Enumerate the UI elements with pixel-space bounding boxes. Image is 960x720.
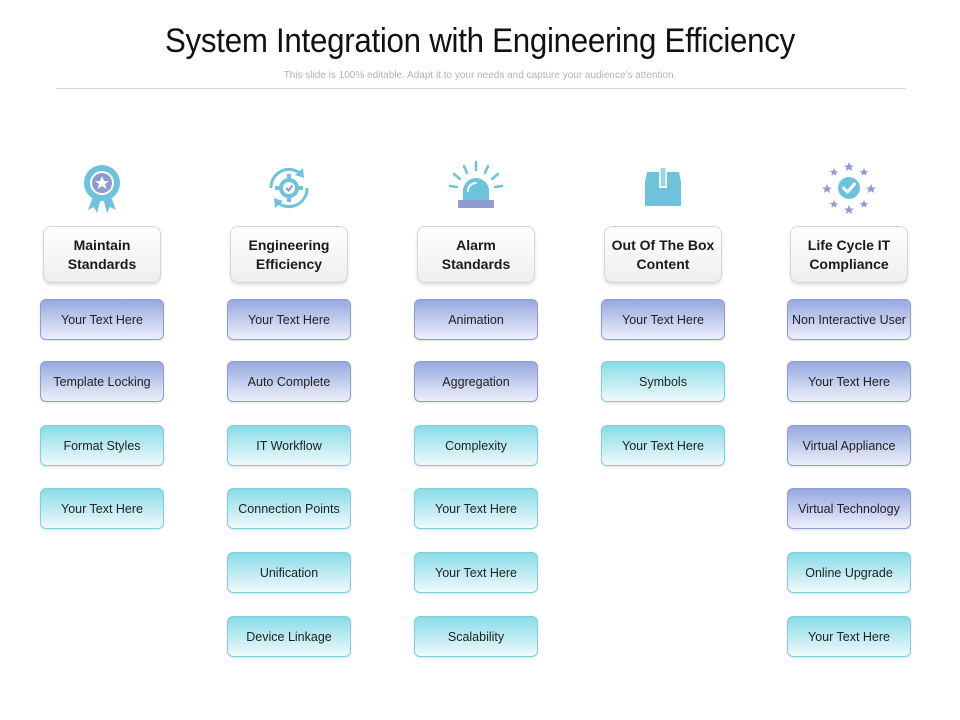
header-engineering-efficiency: Engineering Efficiency — [230, 226, 348, 283]
column-engineering-efficiency: Engineering Efficiency Your Text Here Au… — [224, 158, 354, 678]
column-maintain-standards: Maintain Standards Your Text Here Templa… — [37, 158, 167, 678]
item-device-linkage: Device Linkage — [227, 616, 351, 657]
item-your-text-here: Your Text Here — [227, 299, 351, 340]
item-your-text-here: Your Text Here — [787, 361, 911, 402]
column-alarm-standards: Alarm Standards Animation Aggregation Co… — [411, 158, 541, 678]
column-life-cycle-it-compliance: Life Cycle IT Compliance Non Interactive… — [784, 158, 914, 678]
item-unification: Unification — [227, 552, 351, 593]
item-aggregation: Aggregation — [414, 361, 538, 402]
item-your-text-here: Your Text Here — [601, 425, 725, 466]
item-connection-points: Connection Points — [227, 488, 351, 529]
compliance-check-icon — [819, 158, 879, 218]
item-auto-complete: Auto Complete — [227, 361, 351, 402]
gear-refresh-icon — [259, 158, 319, 218]
item-your-text-here: Your Text Here — [40, 488, 164, 529]
item-your-text-here: Your Text Here — [414, 552, 538, 593]
slide-subtitle: This slide is 100% editable. Adapt it to… — [283, 70, 677, 81]
header-out-of-the-box-content: Out Of The Box Content — [604, 226, 722, 283]
item-template-locking: Template Locking — [40, 361, 164, 402]
alarm-siren-icon — [446, 158, 506, 218]
item-online-upgrade: Online Upgrade — [787, 552, 911, 593]
item-non-interactive-user: Non Interactive User — [787, 299, 911, 340]
header-life-cycle-it-compliance: Life Cycle IT Compliance — [790, 226, 908, 283]
item-scalability: Scalability — [414, 616, 538, 657]
slide-title: System Integration with Engineering Effi… — [164, 22, 796, 60]
item-it-workflow: IT Workflow — [227, 425, 351, 466]
box-icon — [633, 158, 693, 218]
item-format-styles: Format Styles — [40, 425, 164, 466]
item-your-text-here: Your Text Here — [601, 299, 725, 340]
award-ribbon-icon — [72, 158, 132, 218]
item-symbols: Symbols — [601, 361, 725, 402]
item-your-text-here: Your Text Here — [40, 299, 164, 340]
header-maintain-standards: Maintain Standards — [43, 226, 161, 283]
header-alarm-standards: Alarm Standards — [417, 226, 535, 283]
item-your-text-here: Your Text Here — [414, 488, 538, 529]
item-animation: Animation — [414, 299, 538, 340]
title-divider — [56, 88, 906, 89]
item-complexity: Complexity — [414, 425, 538, 466]
item-virtual-technology: Virtual Technology — [787, 488, 911, 529]
item-your-text-here: Your Text Here — [787, 616, 911, 657]
column-out-of-the-box-content: Out Of The Box Content Your Text Here Sy… — [598, 158, 728, 678]
item-virtual-appliance: Virtual Appliance — [787, 425, 911, 466]
